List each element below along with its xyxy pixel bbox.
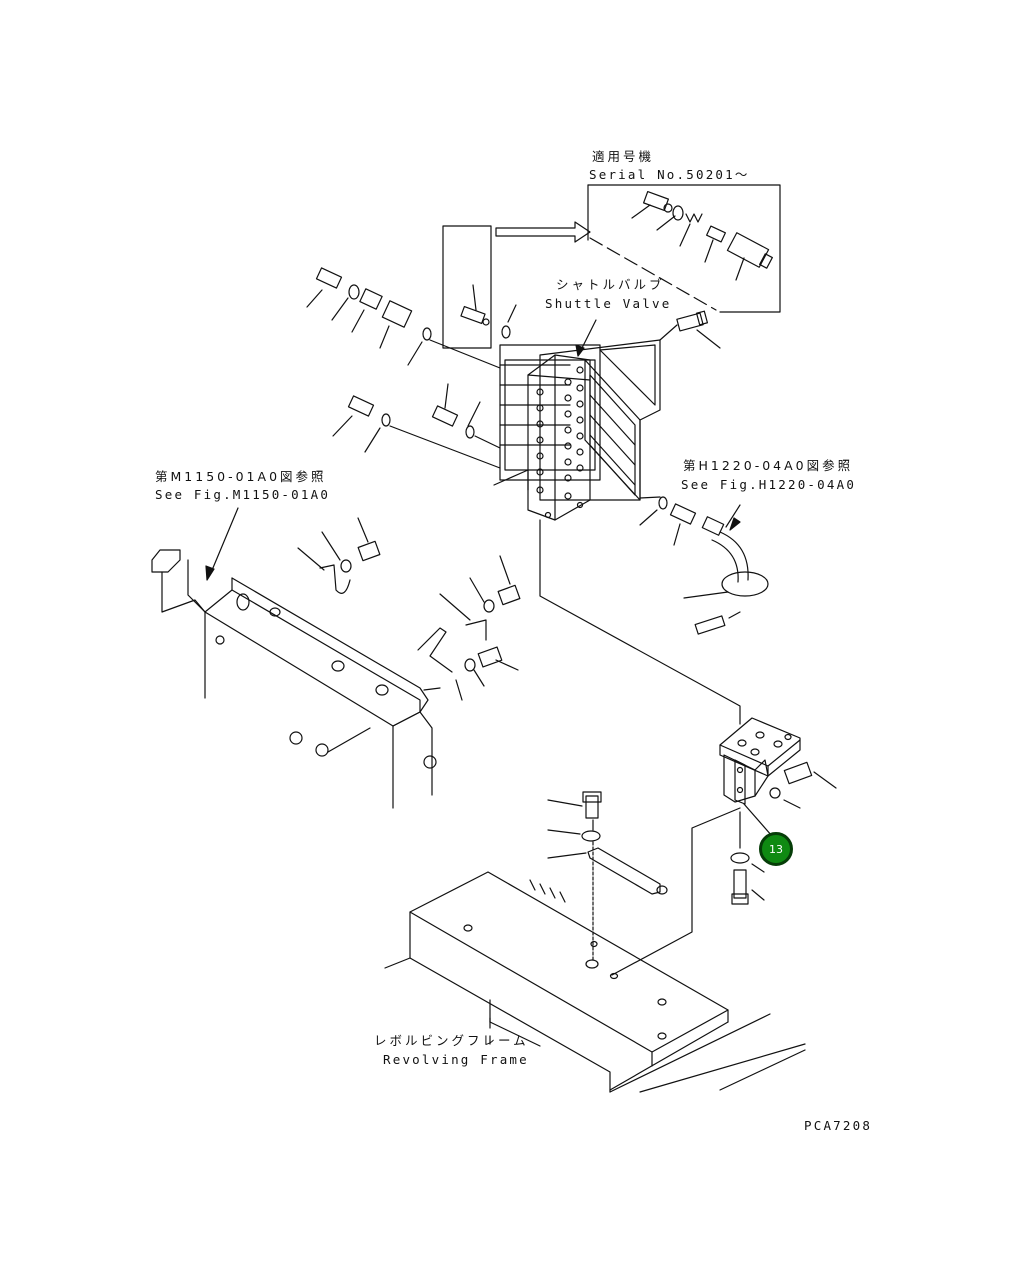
- shuttle-valve-assembly: [500, 320, 660, 520]
- fittings-mid-left: [333, 384, 528, 490]
- fitting-upper-right: [660, 311, 720, 348]
- ref-m-label-jp: 第M1150-01A0図参照: [155, 469, 327, 484]
- shuttle-valve-label-jp: シャトルバルブ: [556, 277, 665, 292]
- ground-strap: [548, 792, 667, 962]
- part-callout-number: 13: [769, 842, 783, 856]
- inset-o-ring: [673, 206, 683, 220]
- inset-spring: [657, 214, 702, 246]
- inset-fitting-elbow: [632, 192, 672, 218]
- detail-box: [443, 226, 491, 348]
- serial-label-en: Serial No.50201〜: [589, 167, 750, 182]
- drawing-code: PCA7208: [804, 1118, 873, 1133]
- pipe-line: [540, 520, 740, 724]
- hose-assembly: [640, 497, 768, 634]
- revolving-frame-label-jp: レボルビングフレーム: [374, 1033, 529, 1048]
- inset-plug: [727, 233, 772, 280]
- part-callout-13[interactable]: 13: [759, 832, 793, 866]
- ref-m-label-en: See Fig.M1150-01A0: [155, 487, 331, 502]
- shuttle-valve-label-en: Shuttle Valve: [545, 296, 672, 311]
- revolving-frame: [385, 872, 805, 1092]
- hose-sleeve: [695, 612, 740, 634]
- inset-poppet: [705, 226, 725, 262]
- serial-label-jp: 適用号機: [592, 149, 655, 164]
- bracket-assembly: [612, 718, 836, 975]
- left-panel-assembly: [152, 508, 436, 808]
- ref-h-label-en: See Fig.H1220-04A0: [681, 477, 857, 492]
- ref-h-label-jp: 第H1220-04A0図参照: [683, 458, 854, 473]
- o-ring-small: [502, 326, 510, 338]
- panel-clamps: [298, 518, 520, 700]
- fittings-upper-left: [307, 268, 500, 368]
- serial-inset-box: [496, 185, 780, 312]
- revolving-frame-label-en: Revolving Frame: [383, 1052, 529, 1067]
